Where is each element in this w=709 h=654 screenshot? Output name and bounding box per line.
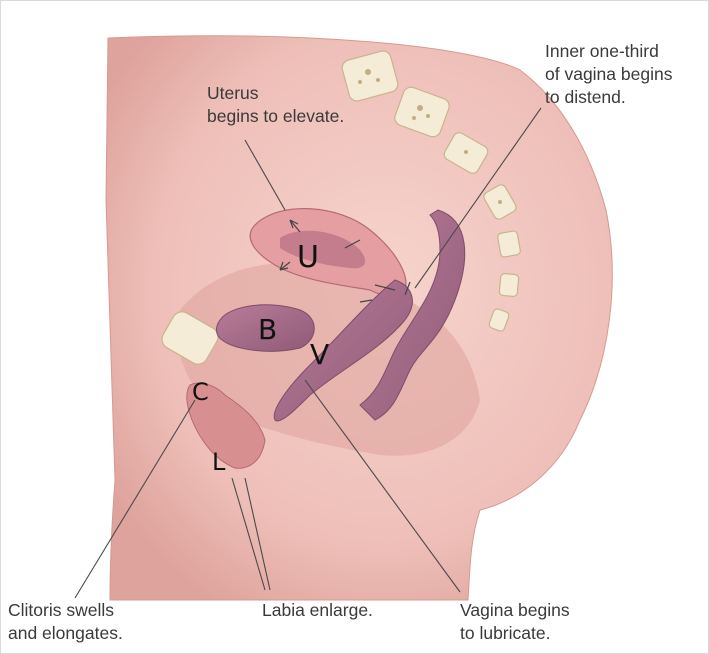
handwritten-b: B <box>258 313 277 346</box>
label-labia: Labia enlarge. <box>262 599 373 622</box>
label-uterus: Uterus begins to elevate. <box>207 82 344 128</box>
handwritten-v: V <box>310 338 329 371</box>
label-clitoris: Clitoris swells and elongates. <box>8 599 123 645</box>
handwritten-c: C <box>192 378 209 406</box>
handwritten-u: U <box>297 240 319 275</box>
handwritten-l: L <box>212 448 225 476</box>
label-inner-vagina: Inner one-third of vagina begins to dist… <box>545 40 672 109</box>
label-vagina: Vagina begins to lubricate. <box>460 599 570 645</box>
